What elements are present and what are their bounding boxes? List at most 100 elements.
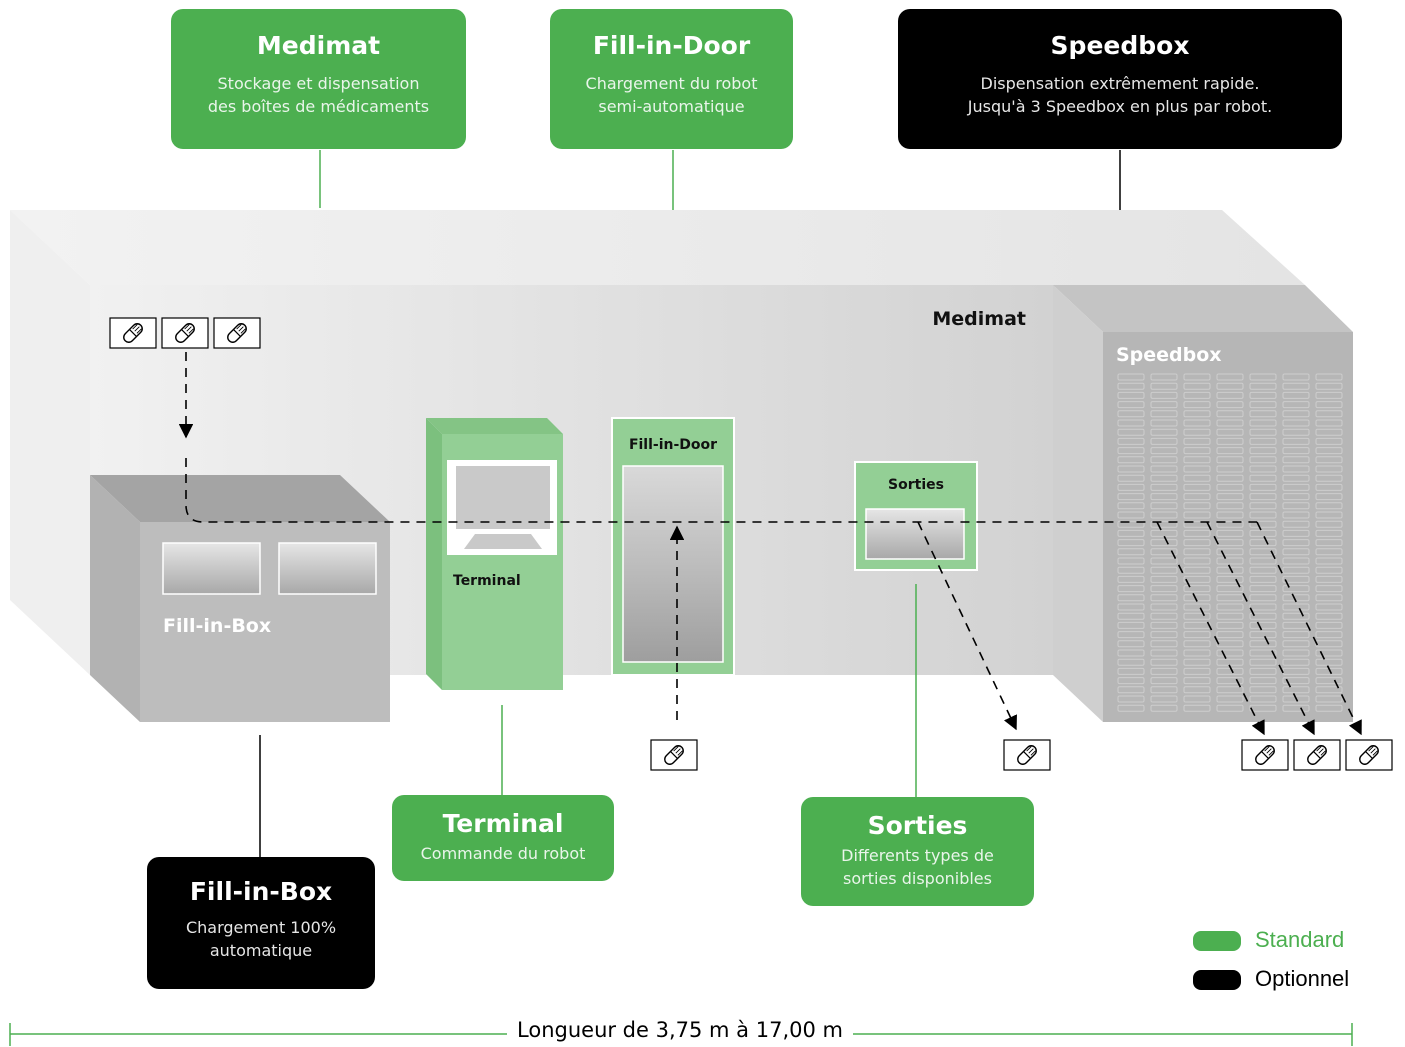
- speedbox-slot: [1117, 382, 1145, 390]
- speedbox-slot: [1150, 428, 1178, 436]
- speedbox-slot: [1249, 548, 1277, 556]
- pill-icon: [1003, 739, 1051, 771]
- speedbox-slot: [1150, 677, 1178, 685]
- speedbox-slot: [1315, 447, 1343, 455]
- speedbox-slot: [1249, 612, 1277, 620]
- speedbox-slot: [1315, 502, 1343, 510]
- speedbox-slot: [1216, 520, 1244, 528]
- speedbox-slot: [1282, 575, 1310, 583]
- speedbox-slot: [1117, 373, 1145, 381]
- speedbox-slot: [1117, 410, 1145, 418]
- speedbox-slot: [1249, 667, 1277, 675]
- speedbox-callout: Speedbox Dispensation extrêmement rapide…: [898, 9, 1342, 149]
- speedbox-slot: [1150, 474, 1178, 482]
- speedbox-slot: [1216, 502, 1244, 510]
- pill-icon: [1241, 739, 1289, 771]
- speedbox-slot: [1282, 437, 1310, 445]
- speedbox-slot: [1117, 640, 1145, 648]
- speedbox-slot: [1216, 419, 1244, 427]
- speedbox-slot: [1150, 456, 1178, 464]
- speedbox-slot: [1282, 382, 1310, 390]
- speedbox-slot: [1150, 483, 1178, 491]
- speedbox-slot: [1183, 391, 1211, 399]
- fill-in-box-side-face: [90, 475, 140, 722]
- speedbox-slot: [1150, 658, 1178, 666]
- speedbox-slot: [1249, 502, 1277, 510]
- speedbox-slot: [1117, 603, 1145, 611]
- speedbox-slot: [1150, 391, 1178, 399]
- speedbox-slot: [1150, 621, 1178, 629]
- speedbox-slot: [1117, 566, 1145, 574]
- speedbox-slot: [1282, 529, 1310, 537]
- speedbox-slot: [1117, 401, 1145, 409]
- speedbox-slot: [1249, 456, 1277, 464]
- speedbox-slot: [1150, 447, 1178, 455]
- speedbox-slot: [1216, 603, 1244, 611]
- speedbox-slot: [1282, 410, 1310, 418]
- fill-in-box-unit: Fill-in-Box: [90, 475, 390, 722]
- pill-icon: [650, 739, 698, 771]
- speedbox-slot: [1249, 447, 1277, 455]
- speedbox-slot: [1117, 539, 1145, 547]
- pill-icon: [1293, 739, 1341, 771]
- speedbox-slot: [1216, 401, 1244, 409]
- speedbox-slot: [1183, 437, 1211, 445]
- speedbox-slot: [1249, 401, 1277, 409]
- speedbox-slot: [1183, 695, 1211, 703]
- speedbox-callout-desc-line1: Dispensation extrêmement rapide.: [980, 74, 1260, 93]
- speedbox-slot: [1117, 428, 1145, 436]
- speedbox-slot: [1282, 603, 1310, 611]
- speedbox-slot: [1150, 502, 1178, 510]
- fill-in-box-top-face: [90, 475, 390, 522]
- flow-speedbox-arrow-2: [1206, 521, 1315, 736]
- speedbox-slot: [1150, 410, 1178, 418]
- medimat-left-face: [10, 210, 90, 675]
- speedbox-slot: [1282, 483, 1310, 491]
- speedbox-slot: [1183, 428, 1211, 436]
- medimat-callout-title: Medimat: [256, 31, 381, 60]
- speedbox-slot: [1282, 428, 1310, 436]
- speedbox-slot: [1249, 520, 1277, 528]
- dimension-label: Longueur de 3,75 m à 17,00 m: [507, 1018, 853, 1042]
- speedbox-slot: [1315, 575, 1343, 583]
- speedbox-slot: [1150, 437, 1178, 445]
- speedbox-slot: [1216, 612, 1244, 620]
- speedbox-slot: [1315, 695, 1343, 703]
- speedbox-slot: [1249, 658, 1277, 666]
- speedbox-slot: [1315, 391, 1343, 399]
- speedbox-slot: [1249, 621, 1277, 629]
- speedbox-slot: [1183, 548, 1211, 556]
- speedbox-slot: [1117, 585, 1145, 593]
- speedbox-slot: [1117, 474, 1145, 482]
- speedbox-slot: [1315, 529, 1343, 537]
- dimension-label-wrap: Longueur de 3,75 m à 17,00 m: [0, 1018, 1360, 1042]
- speedbox-slot: [1282, 447, 1310, 455]
- medimat-callout: Medimat Stockage et dispensation des boî…: [171, 9, 466, 149]
- speedbox-slot: [1315, 704, 1343, 712]
- speedbox-body-label: Speedbox: [1116, 344, 1222, 366]
- speedbox-slot: [1216, 529, 1244, 537]
- speedbox-slot: [1117, 447, 1145, 455]
- speedbox-slot: [1117, 612, 1145, 620]
- pill-icon: [161, 317, 209, 349]
- speedbox-slot: [1282, 539, 1310, 547]
- speedbox-slot: [1249, 631, 1277, 639]
- speedbox-slot: [1216, 695, 1244, 703]
- speedbox-slot: [1183, 474, 1211, 482]
- speedbox-slot: [1282, 520, 1310, 528]
- speedbox-slot: [1249, 474, 1277, 482]
- speedbox-slot: [1282, 465, 1310, 473]
- sorties-callout-desc-line2: sorties disponibles: [843, 869, 992, 888]
- speedbox-slot: [1249, 437, 1277, 445]
- speedbox-slot: [1150, 575, 1178, 583]
- speedbox-slot: [1150, 612, 1178, 620]
- speedbox-slot: [1249, 649, 1277, 657]
- speedbox-slot: [1315, 474, 1343, 482]
- medimat-top-face: [10, 210, 1305, 285]
- speedbox-slot: [1117, 631, 1145, 639]
- speedbox-slot: [1315, 631, 1343, 639]
- speedbox-slot: [1315, 658, 1343, 666]
- speedbox-slot: [1249, 677, 1277, 685]
- speedbox-slot: [1150, 631, 1178, 639]
- speedbox-slot: [1282, 695, 1310, 703]
